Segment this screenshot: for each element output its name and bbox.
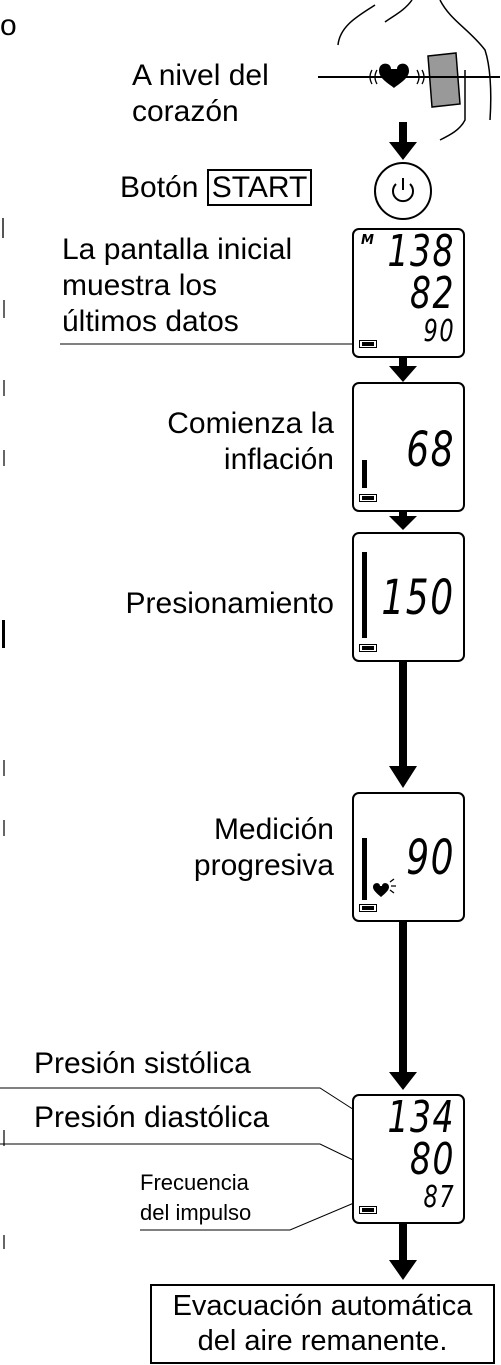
initial-screen-label: La pantalla inicial muestra los últimos … (62, 233, 293, 338)
lcd-dia: 80 (410, 1134, 455, 1185)
lcd-value: 68 (406, 422, 455, 478)
pulse-label: Frecuencia del impulso (140, 1170, 252, 1225)
pressure-bar (362, 552, 367, 638)
inflation-label: Comienza la inflación (167, 407, 334, 476)
page-edge-marks (0, 0, 10, 1365)
initial-leader-line (60, 305, 399, 345)
lcd-sys: 138 (387, 228, 455, 277)
pressurizing-label: Presionamiento (125, 587, 334, 620)
battery-icon (359, 644, 377, 652)
heart-icon (373, 878, 396, 897)
power-icon (392, 178, 414, 203)
lcd-dia: 82 (410, 268, 455, 319)
measuring-label: Medición progresiva (193, 813, 334, 882)
cuff-icon (427, 52, 461, 108)
diastolic-label: Presión diastólica (34, 1101, 270, 1134)
battery-icon (359, 904, 377, 912)
lcd-pulse: 90 (423, 314, 455, 349)
heart-icon (369, 63, 425, 88)
lcd-pulse: 87 (423, 1180, 455, 1215)
power-button[interactable] (374, 162, 432, 220)
result-leader-lines (0, 1087, 381, 1231)
lcd-value: 90 (406, 830, 455, 886)
flow-spine (389, 122, 417, 1280)
pressure-bar (362, 838, 367, 900)
page-edge-fragment: o (0, 9, 17, 42)
battery-icon (359, 340, 377, 348)
lcd-sys: 134 (387, 1094, 455, 1143)
lcd-measuring: 90 (352, 792, 465, 922)
memory-icon: M (361, 233, 374, 248)
battery-icon (359, 1206, 377, 1214)
cuff-illustration (318, 0, 500, 141)
start-button-label: Botón START (120, 169, 313, 206)
lcd-value: 150 (381, 570, 455, 626)
lcd-result: 134 80 87 (352, 1094, 465, 1224)
pressure-bar (362, 460, 367, 488)
lcd-inflation: 68 (352, 382, 465, 512)
heart-level-label: A nivel del corazón (132, 59, 269, 128)
exhaust-box: Evacuación automática del aire remanente… (150, 1284, 495, 1364)
lcd-pressurizing: 150 (352, 532, 465, 662)
systolic-label: Presión sistólica (34, 1047, 251, 1080)
start-key-label: START (206, 169, 313, 206)
lcd-initial: M 138 82 90 (352, 228, 465, 358)
battery-icon (359, 494, 377, 502)
